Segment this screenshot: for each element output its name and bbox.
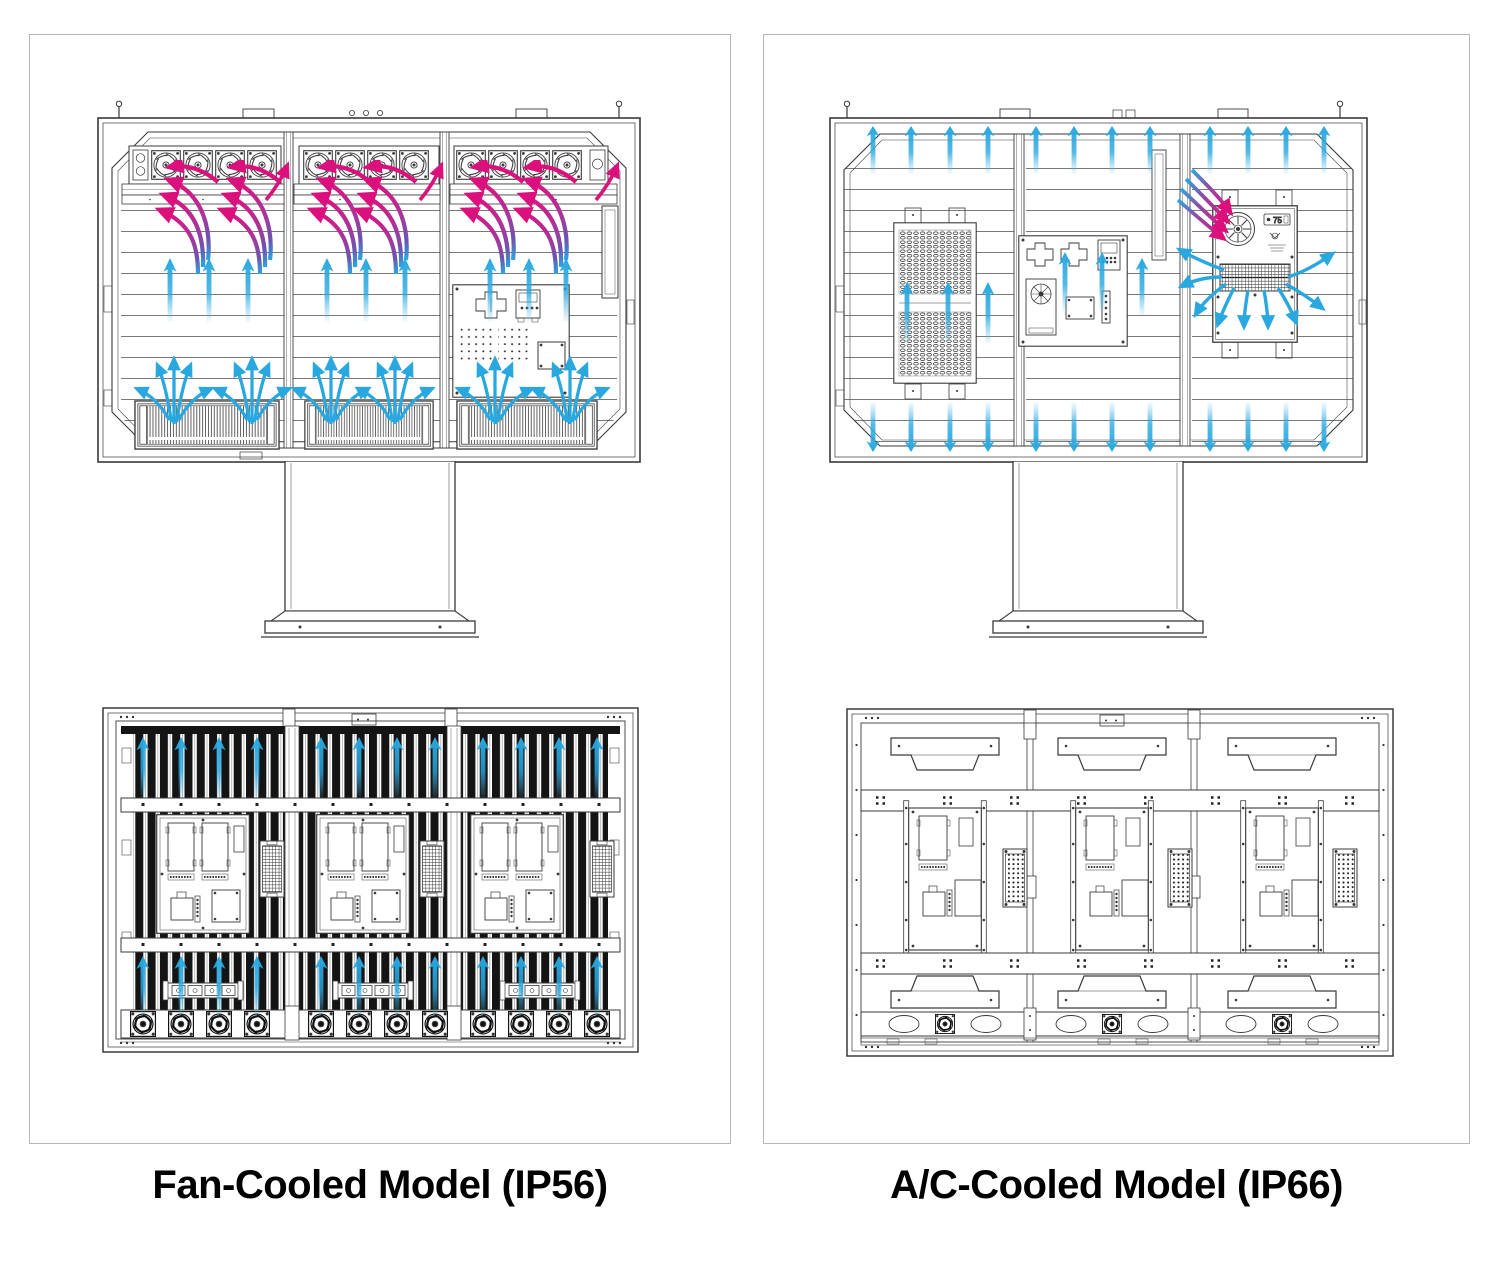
mounting-lug-icon xyxy=(843,100,1344,119)
caption-ac-cooled: A/C-Cooled Model (IP66) xyxy=(890,1163,1343,1207)
equipment-panel xyxy=(1070,800,1154,958)
control-panel xyxy=(1018,235,1128,347)
panel-fan-cooled xyxy=(29,34,731,1144)
frame-screws xyxy=(119,715,622,1045)
panel-ac-cooled xyxy=(763,34,1470,1144)
fan-icon xyxy=(1272,1014,1291,1033)
air-conditioner-unit xyxy=(1213,206,1297,342)
fan-cooled-rear-view xyxy=(102,707,639,1053)
fan-icon xyxy=(935,1014,954,1033)
heatsink-grille xyxy=(259,840,285,898)
control-panel xyxy=(452,284,570,398)
ac-cool-air-arrows xyxy=(1175,247,1336,331)
frame-screws xyxy=(855,716,1385,1049)
equipment-panel xyxy=(903,800,987,958)
intake-vent xyxy=(304,400,434,450)
connector-strip xyxy=(332,980,414,1001)
exhaust-fan-row xyxy=(121,145,618,205)
hot-exhaust-arrows xyxy=(160,161,620,274)
mounting-lug-icon xyxy=(115,100,623,119)
power-box xyxy=(470,814,564,934)
fan-icon xyxy=(1102,1014,1121,1033)
section-divider xyxy=(283,131,450,449)
bottom-ports-and-fans xyxy=(888,1014,1339,1033)
ac-hot-exhaust-arrows xyxy=(1176,168,1234,242)
vent-grille xyxy=(1167,848,1193,908)
power-box xyxy=(316,814,410,934)
ac-cooled-internal-view xyxy=(829,100,1368,638)
vent-grille xyxy=(1332,848,1358,908)
heatsink-grille xyxy=(589,840,615,898)
power-box xyxy=(156,814,250,934)
fan-cooled-internal-view xyxy=(97,100,641,638)
connector-strip xyxy=(499,980,581,1001)
connector-strip xyxy=(162,980,244,1001)
vent-grille xyxy=(1002,848,1028,908)
equipment-panel xyxy=(1240,800,1324,958)
ac-cooled-rear-view xyxy=(846,708,1394,1057)
pedestal xyxy=(260,461,480,638)
pedestal xyxy=(988,461,1208,638)
heatsink-grille xyxy=(419,840,445,898)
caption-fan-cooled: Fan-Cooled Model (IP56) xyxy=(152,1163,608,1207)
